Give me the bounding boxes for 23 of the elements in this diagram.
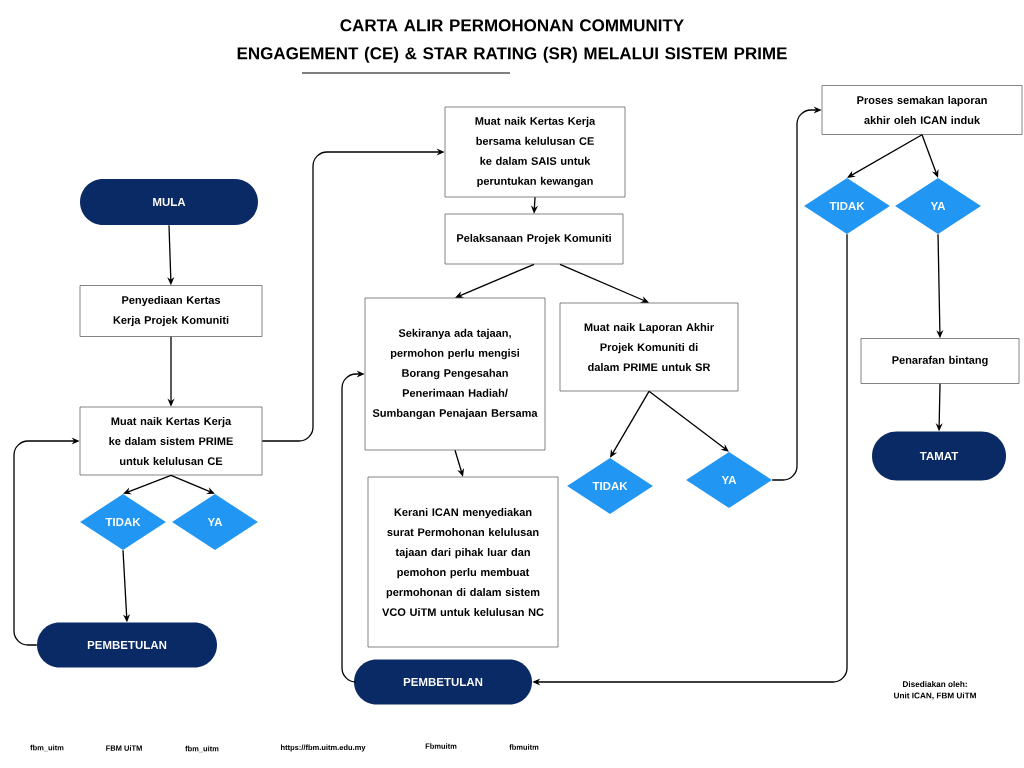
process-box: Sekiranya ada tajaan, permohon perlu mengisi Borang Pengesahan Penerimaan Hadiah/ Sumbangan Penajaan Bersama — [364, 297, 546, 451]
terminal-pill: PEMBETULAN — [354, 659, 532, 705]
arrow — [648, 390, 729, 452]
arrow — [170, 474, 215, 494]
terminal-pill: PEMBETULAN — [37, 622, 217, 668]
arrow — [123, 474, 172, 495]
process-box: Muat naik Kertas Kerja ke dalam sistem PRIME untuk kelulusan CE — [79, 406, 263, 476]
terminal-pill: TAMAT — [872, 431, 1006, 481]
arrow — [847, 134, 923, 178]
process-box: Muat naik Laporan Akhir Projek Komuniti di dalam PRIME untuk SR — [559, 302, 739, 392]
arrow — [610, 390, 650, 458]
process-box: Penarafan bintang — [860, 338, 1020, 384]
process-box: Muat naik Kertas Kerja bersama kelulusan CE ke dalam SAIS untuk peruntukan kewangan — [444, 106, 626, 198]
process-box: Pelaksanaan Projek Komuniti — [444, 213, 624, 265]
credit-text: Unit ICAN, FBM UiTM — [894, 692, 976, 700]
title: CARTA ALIR PERMOHONAN COMMUNITY ENGAGEMENT (CE) & STAR RATING (SR) MELALUI SISTEM PRIME — [237, 19, 787, 63]
arrow — [559, 263, 649, 303]
terminal-pill: MULA — [80, 179, 258, 225]
process-box: Proses semakan laporan akhir oleh ICAN induk — [821, 85, 1023, 135]
credit-text: Disediakan oleh: — [903, 681, 967, 687]
arrow — [455, 263, 535, 298]
process-box: Penyediaan Kertas Kerja Projek Komuniti — [79, 285, 263, 337]
process-box: Kerani ICAN menyediakan surat Permohonan kelulusan tajaan dari pihak luar dan pemohon perlu membuat permohonan di dalam sistem VCO UiTM untuk kelulusan NC — [367, 476, 559, 648]
